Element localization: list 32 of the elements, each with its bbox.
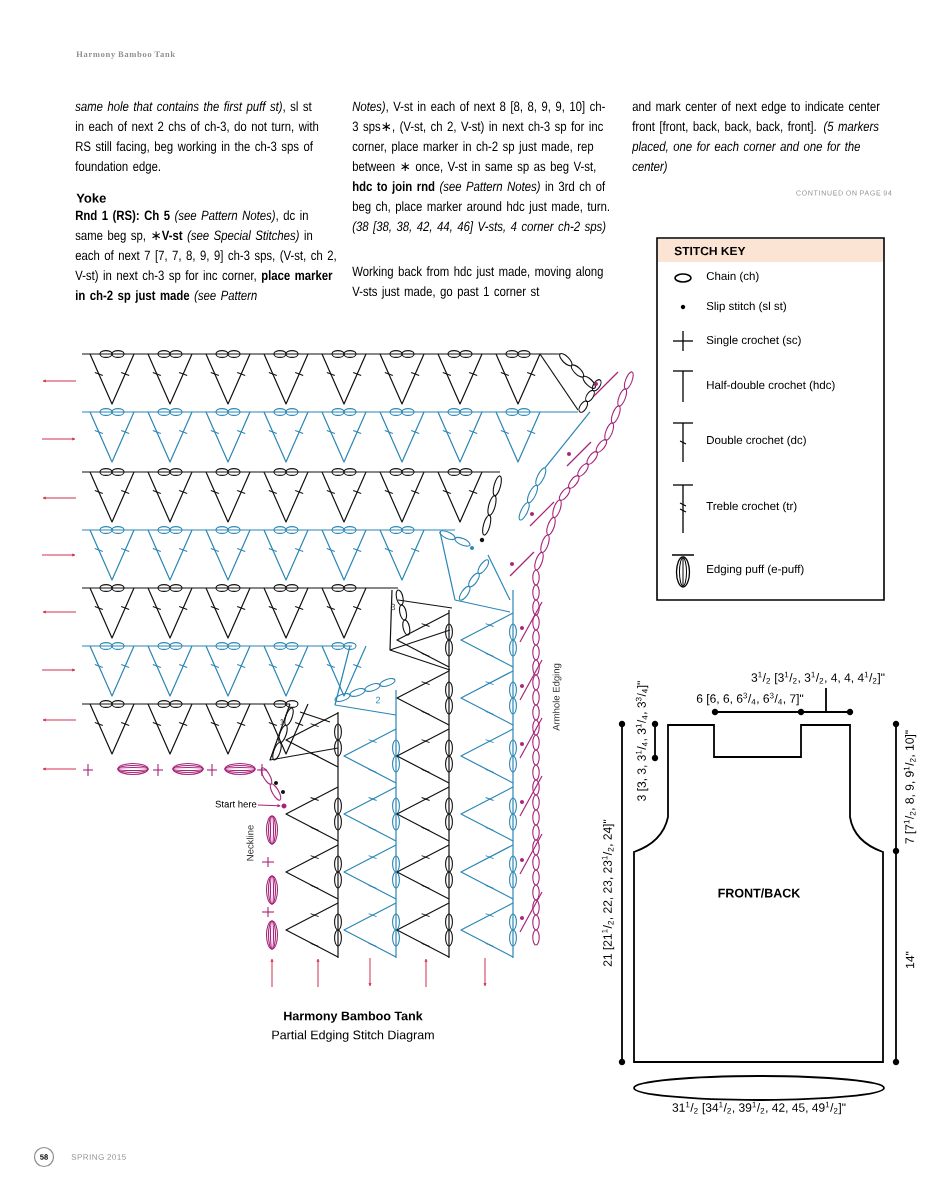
row-number: 1 <box>280 718 285 726</box>
arrow <box>257 804 281 808</box>
dimension-label: 3$^{1}$/$_{2}$ [3$^{1}$/$_{2}$, 3$^{1}$/$_{2}$, 4, 4, 4$^{1}$/$_{2}$]" <box>751 671 885 685</box>
body-text: and mark center of next edge to indicate center front [front, back, back, back, front]. (5 markers placed, one for each corner and one for the center) <box>631 101 880 174</box>
key-heading: STITCH KEY <box>674 246 746 256</box>
section-heading: Yoke <box>76 193 106 203</box>
dimension-label: 14" <box>905 951 915 968</box>
row-number: 2 <box>375 696 381 704</box>
legend-text: Half-double crochet (hdc) <box>707 380 835 392</box>
issue-date: SPRING 2015 <box>71 1154 126 1160</box>
dimension-label: 3 [3, 3, 3$^{1}$/$_{4}$, 3$^{1}$/$_{4}$, 3$^{3}$/$_{4}$]" <box>635 681 649 801</box>
body-text: Notes), V-st in each of next 8 [8, 8, 9, 9, 10] ch-3 sps∗, (V-st, ch 2, V-st) in next ch-3 sp for inc corner, place marker in ch-2 sp just made, rep between ∗ once, V-st in same sp as beg V-st, hdc to join rnd (see Pattern Notes) in 3rd ch of beg ch, place marker around hdc just made, turn. (38 [38, 38, 42, 44, 46] V-sts, 4 corner ch-2 sps) <box>352 101 609 234</box>
dimension-label: 6 [6, 6, 6$^{3}$/$_{4}$, 6$^{3}$/$_{4}$, 7]" <box>696 692 804 706</box>
running-header: Harmony Bamboo Tank <box>76 51 176 59</box>
legend-text: Single crochet (sc) <box>706 335 801 347</box>
dimension-label: 31$^{1}$/$_{2}$ [34$^{1}$/$_{2}$, 39$^{1}$/$_{2}$, 42, 45, 49$^{1}$/$_{2}$]" <box>672 1101 846 1115</box>
body-text: Rnd 1 (RS): Ch 5 (see Pattern Notes), dc in same beg sp, ∗V-st (see Special Stitches) in each of next 7 [7, 7, 8, 9, 9] ch-3 sps, (V-st, ch 2, V-st) in next ch-3 sp for inc corner, place marker in ch-2 sp just made (see Pattern <box>75 210 336 303</box>
start-label: Start here <box>215 800 257 808</box>
legend-text: Chain (ch) <box>706 271 759 283</box>
legend-text: Slip stitch (sl st) <box>706 301 786 313</box>
row-number: 3 <box>390 603 396 611</box>
edge-name: Neckline <box>246 825 254 861</box>
body-text: same hole that contains the first puff st), sl st in each of next 2 chs of ch-3, do not turn, with RS still facing, beg working in the ch-3 sps of foundation edge. <box>75 101 319 174</box>
body-text: Working back from hdc just made, moving along V-sts just made, go past 1 corner st <box>352 266 603 299</box>
legend-text: Double crochet (dc) <box>707 435 806 447</box>
dimension-label: 7 [7$^{1}$/$_{2}$, 8, 9, 9$^{1}$/$_{2}$, 10]" <box>903 730 917 844</box>
dimension-label: 21 [21$^{1}$/$_{2}$, 22, 23, 23$^{1}$/$_{2}$, 24]" <box>601 819 615 967</box>
chart-caption: Partial Edging Stitch Diagram <box>272 1030 434 1042</box>
chart-caption: Harmony Bamboo Tank <box>284 1011 423 1023</box>
legend-text: Treble crochet (tr) <box>706 501 797 513</box>
edge-name: Armhole Edging <box>552 663 562 731</box>
legend-text: Edging puff (e-puff) <box>707 564 804 576</box>
